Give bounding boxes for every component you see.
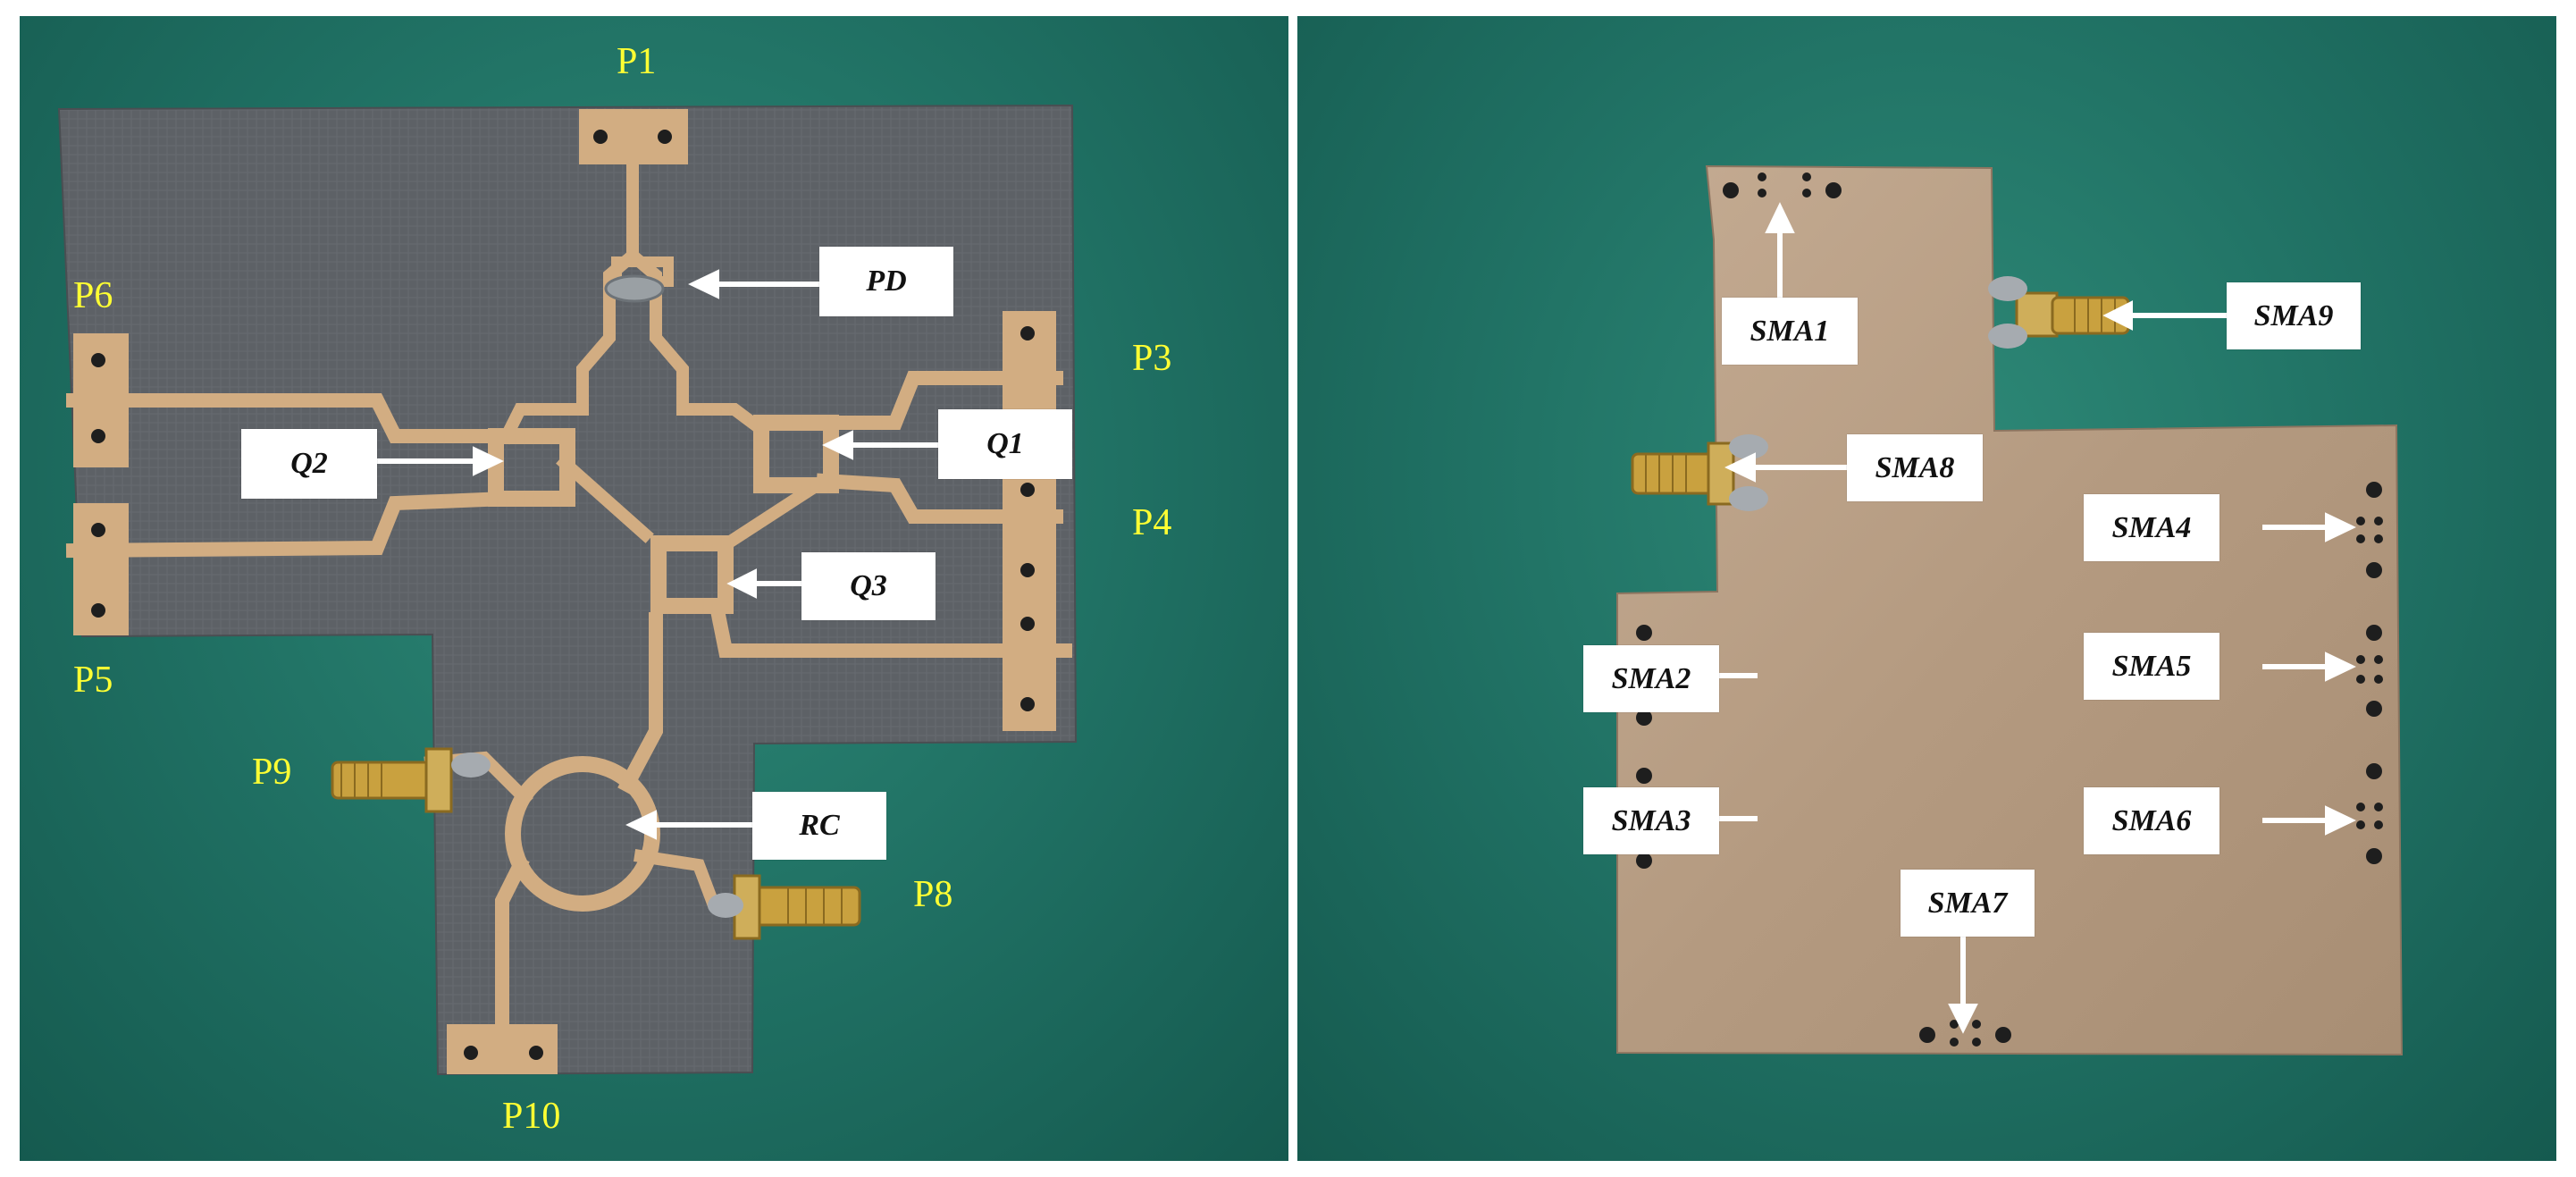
callout-q1: Q1 — [938, 409, 1072, 479]
callout-sma3: SMA3 — [1583, 787, 1719, 854]
sma-connector-sma9 — [1988, 276, 2130, 349]
callout-q3: Q3 — [801, 552, 936, 620]
callout-sma5: SMA5 — [2084, 633, 2219, 700]
sma-connector-sma8 — [1631, 434, 1768, 511]
callout-q2: Q2 — [241, 429, 377, 499]
callout-sma7: SMA7 — [1901, 870, 2035, 937]
port-label-p10: P10 — [502, 1096, 561, 1137]
pcb-top-photo: P1 P3 P4 P5 P6 P8 P9 P10 PD Q1 Q2 Q3 RC — [20, 16, 1288, 1161]
pcb-top-drawing — [57, 104, 1078, 1076]
callout-sma9: SMA9 — [2227, 282, 2361, 349]
sma-connector-p9 — [331, 747, 491, 813]
port-label-p8: P8 — [913, 874, 953, 915]
callout-sma8: SMA8 — [1847, 434, 1983, 501]
coupler-patches — [488, 256, 839, 614]
pcb-bottom-drawing — [1616, 164, 2404, 1056]
callout-pd: PD — [819, 247, 953, 316]
callout-arrows-left — [377, 269, 938, 840]
callout-rc: RC — [752, 792, 886, 860]
callout-sma1: SMA1 — [1722, 298, 1858, 365]
port-label-p1: P1 — [617, 41, 657, 82]
port-label-p3: P3 — [1132, 338, 1172, 379]
callout-sma4: SMA4 — [2084, 494, 2219, 561]
port-label-p9: P9 — [252, 752, 292, 793]
port-label-p5: P5 — [73, 660, 113, 701]
pd-solder — [604, 274, 665, 303]
callout-sma6: SMA6 — [2084, 787, 2219, 854]
port-label-p6: P6 — [73, 275, 113, 316]
callout-sma2: SMA2 — [1583, 645, 1719, 712]
sma-connector-p8 — [708, 874, 861, 940]
pcb-substrate — [57, 104, 1078, 1076]
pcb-bottom-photo: SMA1 SMA2 SMA3 SMA4 SMA5 SMA6 SMA7 SMA8 … — [1297, 16, 2556, 1161]
port-label-p4: P4 — [1132, 502, 1172, 543]
